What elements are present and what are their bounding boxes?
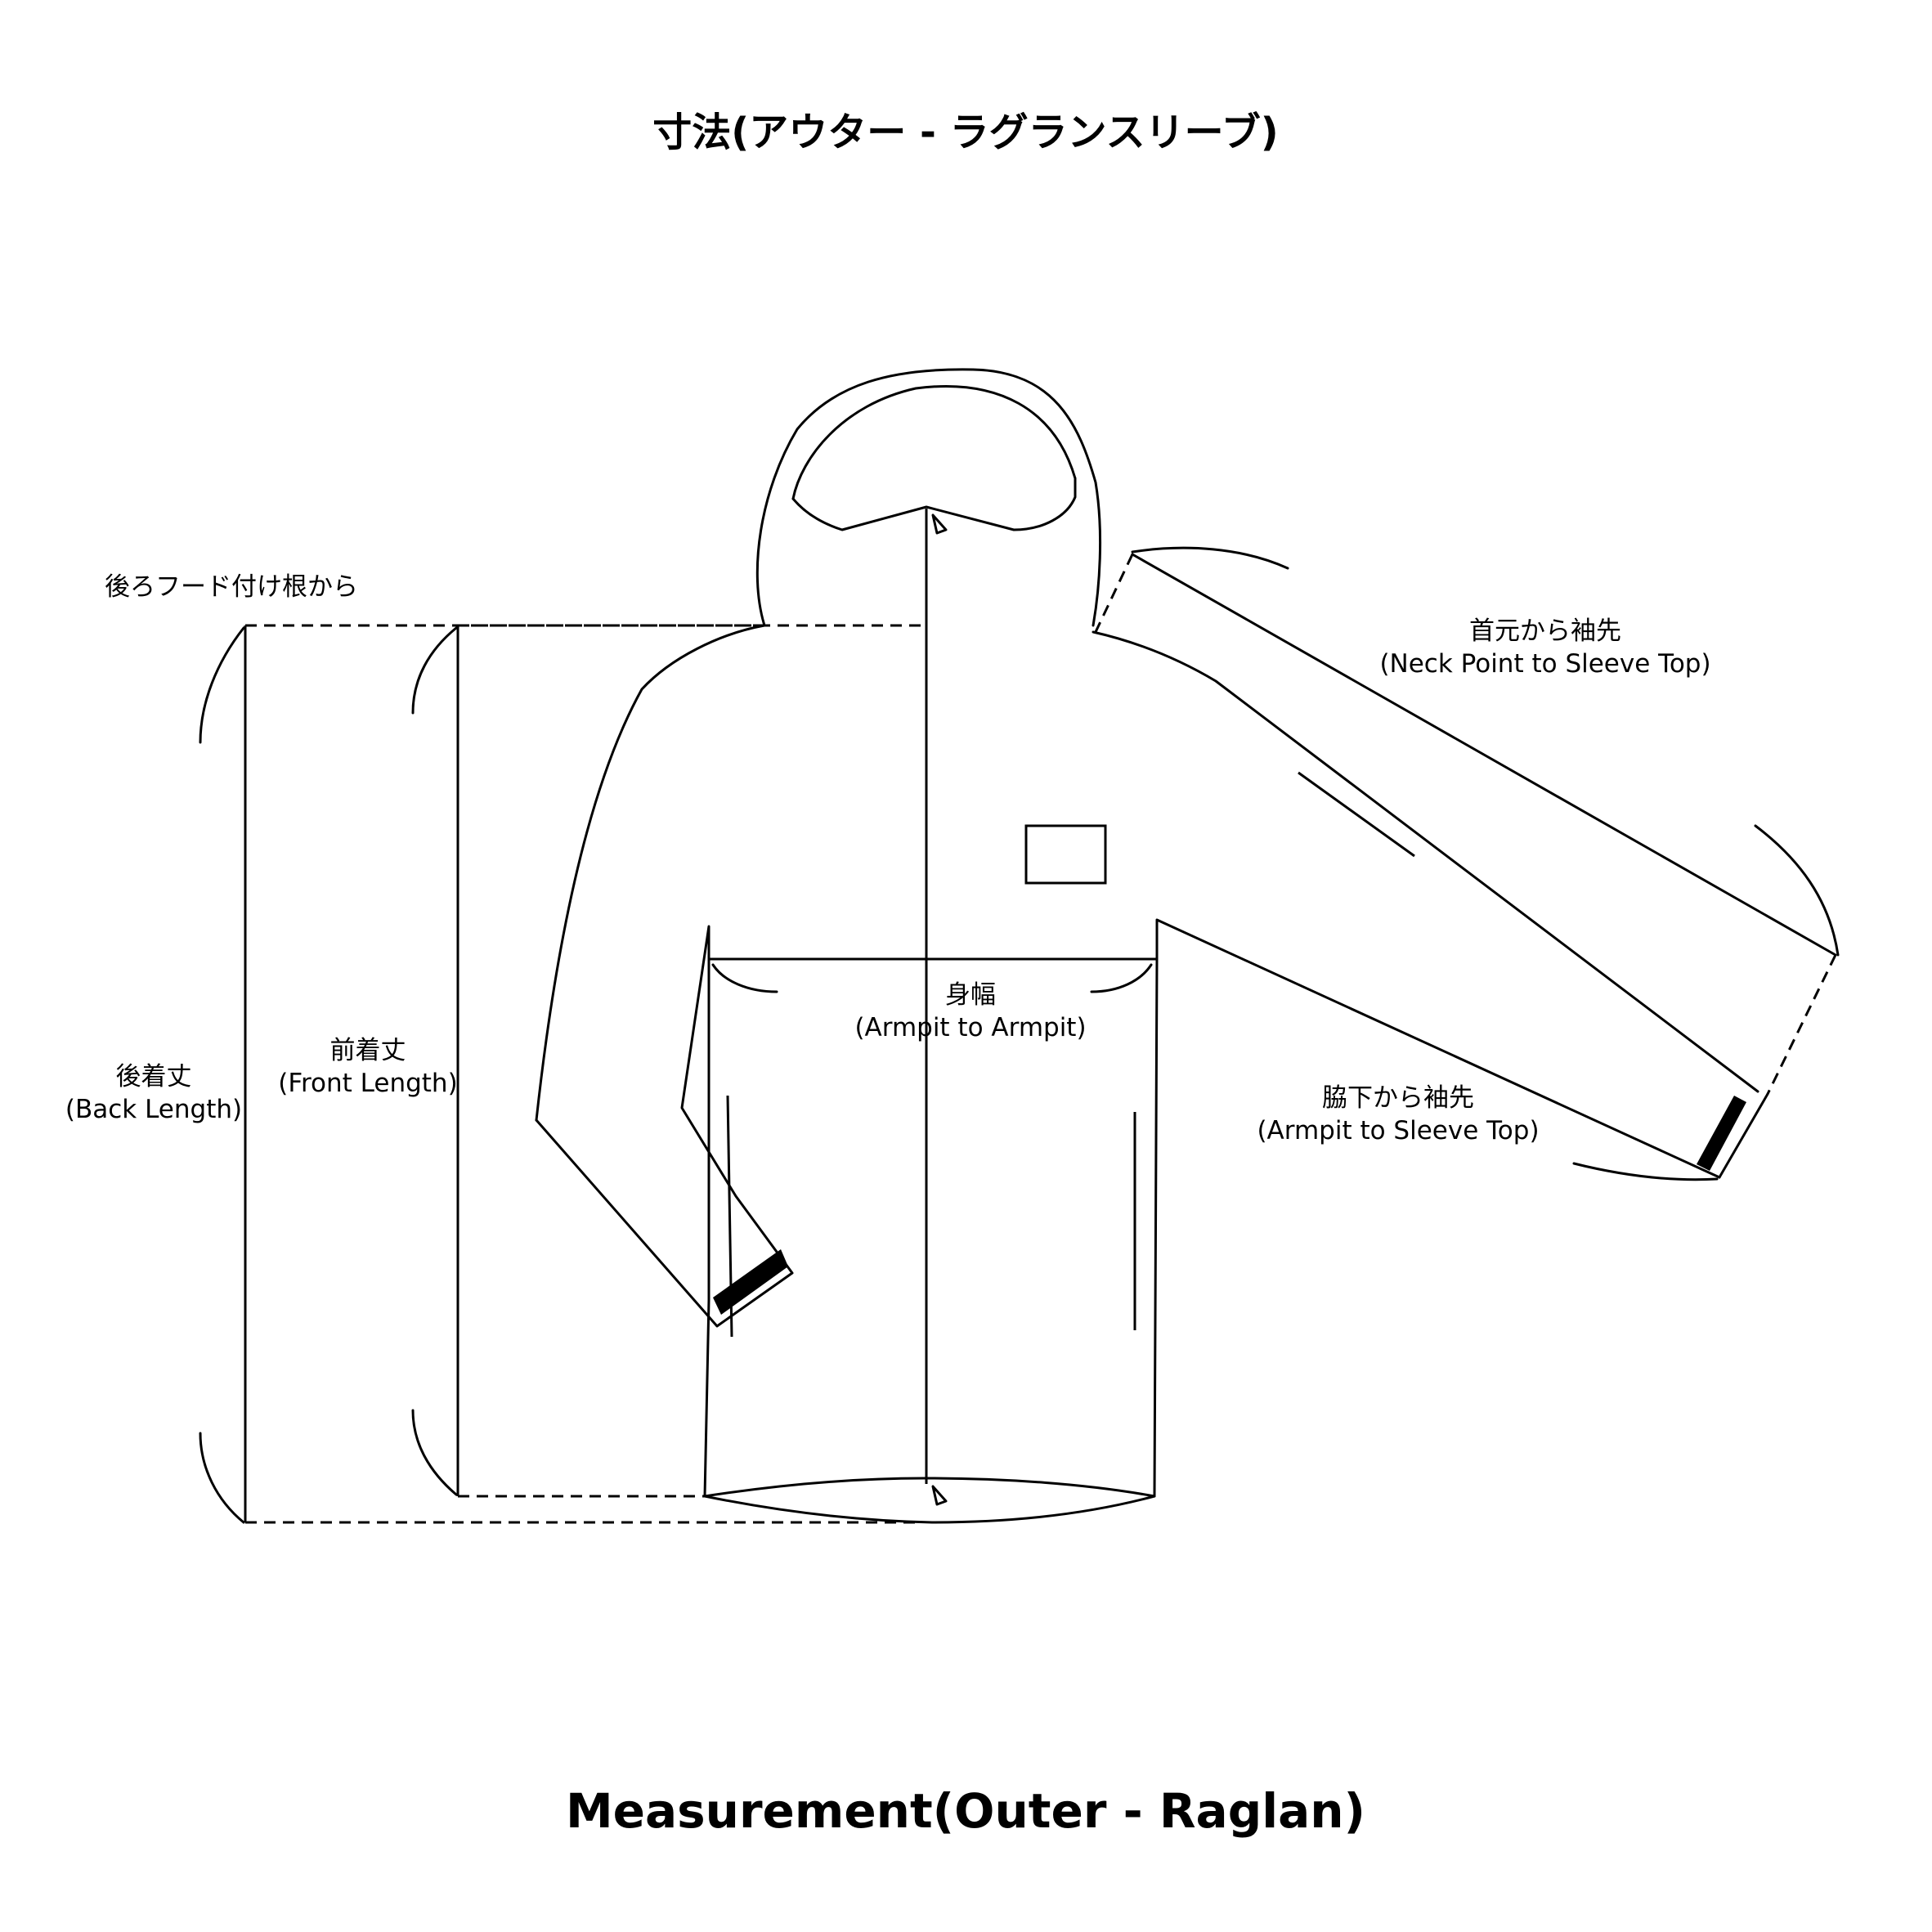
hood-inner bbox=[791, 385, 1077, 500]
hood-opening bbox=[791, 477, 1077, 531]
body-hem-back bbox=[703, 1495, 1156, 1524]
back-length-arc-bottom bbox=[199, 1432, 245, 1524]
title-japanese: 寸法(アウター - ラグランスリーブ) bbox=[652, 110, 1278, 155]
armpit-sleeve-label-en: (Armpit to Sleeve Top) bbox=[1257, 1116, 1539, 1145]
chest-width-arc-right bbox=[1090, 963, 1153, 993]
left-cuff-band bbox=[713, 1249, 788, 1315]
front-length-label-ja: 前着丈 bbox=[330, 1036, 406, 1065]
title-english: Measurement(Outer - Raglan) bbox=[566, 1783, 1365, 1839]
neck-sleeve-arc-right bbox=[1754, 824, 1840, 957]
chest-width-label-ja: 身幅 bbox=[945, 980, 996, 1010]
measurement-guides bbox=[199, 546, 1840, 1524]
zipper-pull-top bbox=[931, 513, 948, 535]
right-cuff-band bbox=[1697, 1096, 1746, 1171]
zipper-pull-bottom bbox=[931, 1485, 948, 1506]
left-sleeve-outer bbox=[535, 624, 766, 1122]
hood-outer bbox=[755, 368, 1102, 627]
chest-width-arc-left bbox=[711, 963, 778, 993]
right-sleeve-top bbox=[1131, 553, 1837, 957]
chest-width-label-en: (Armpit to Armpit) bbox=[854, 1013, 1086, 1042]
hood-base-label: 後ろフード付け根から bbox=[105, 572, 358, 602]
right-shoulder bbox=[1092, 630, 1759, 1093]
neck-sleeve-label-en: (Neck Point to Sleeve Top) bbox=[1379, 649, 1710, 679]
left-sleeve-lower bbox=[535, 925, 794, 1328]
jacket-outline bbox=[535, 368, 1837, 1524]
body-right-side bbox=[1153, 957, 1159, 1498]
back-length-label-en: (Back Length) bbox=[65, 1095, 242, 1124]
neck-sleeve-arc-left bbox=[1131, 546, 1289, 570]
left-pocket bbox=[726, 1095, 733, 1338]
armpit-sleeve-guide bbox=[1766, 954, 1837, 1095]
armpit-sleeve-label-ja: 脇下から袖先 bbox=[1322, 1083, 1474, 1113]
back-length-arc-top bbox=[199, 626, 245, 744]
back-length-label-ja: 後着丈 bbox=[116, 1062, 192, 1092]
sleeve-seam bbox=[1298, 771, 1415, 858]
chest-patch bbox=[1024, 824, 1107, 885]
front-length-arc-bottom bbox=[411, 1409, 458, 1496]
right-cuff-edge bbox=[1718, 1092, 1769, 1179]
right-sleeve-bottom bbox=[1155, 918, 1721, 1179]
front-length-arc-top bbox=[411, 626, 458, 715]
body-left-side bbox=[703, 957, 710, 1498]
body-hem bbox=[703, 1477, 1156, 1498]
front-length-label-en: (Front Length) bbox=[278, 1069, 457, 1098]
armpit-sleeve-arc bbox=[1572, 1162, 1719, 1181]
neck-sleeve-label-ja: 首元から袖先 bbox=[1469, 616, 1621, 646]
neck-sleeve-guide bbox=[1094, 554, 1134, 633]
